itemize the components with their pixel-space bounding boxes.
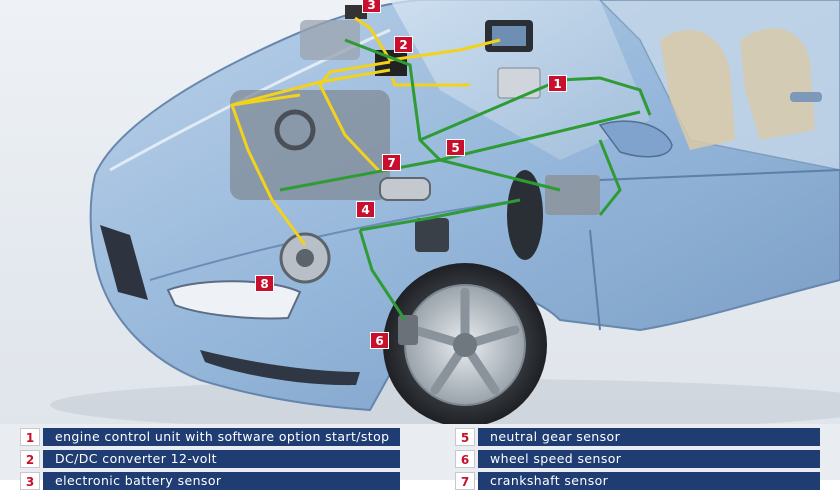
front-seat [660, 30, 735, 150]
legend-panel: 1 engine control unit with software opti… [0, 424, 840, 490]
callout-8: 8 [255, 275, 274, 292]
legend-item-1: 1 engine control unit with software opti… [20, 428, 400, 446]
legend-text: DC/DC converter 12-volt [43, 450, 400, 468]
legend-text: neutral gear sensor [478, 428, 820, 446]
gear-module [415, 218, 449, 252]
legend-number: 3 [20, 472, 40, 490]
door-handle [790, 92, 822, 102]
fender-line [149, 199, 521, 281]
intake-manifold [300, 20, 360, 60]
display-unit [485, 20, 533, 52]
callout-3: 3 [362, 0, 381, 13]
ecu-module [497, 67, 541, 99]
starter-motor [379, 177, 431, 201]
lower-intake [200, 350, 360, 386]
door-line [589, 169, 840, 331]
legend-item-5: 5 neutral gear sensor [455, 428, 820, 446]
legend-text: electronic battery sensor [43, 472, 400, 490]
battery-sensor [345, 5, 367, 19]
legend-number: 6 [455, 450, 475, 468]
engine-pulley [274, 109, 316, 151]
legend-number: 5 [455, 428, 475, 446]
legend-text: crankshaft sensor [478, 472, 820, 490]
rear-seat [740, 28, 815, 140]
green-wiring [279, 38, 652, 321]
yellow-wiring [230, 16, 501, 246]
front-grille [100, 225, 148, 300]
alternator [279, 232, 331, 284]
legend-text: wheel speed sensor [478, 450, 820, 468]
brake-booster [507, 170, 543, 260]
callout-4: 4 [356, 201, 375, 218]
legend-number: 7 [455, 472, 475, 490]
legend-item-7: 7 crankshaft sensor [455, 472, 820, 490]
legend-number: 1 [20, 428, 40, 446]
legend-text: engine control unit with software option… [43, 428, 400, 446]
callout-1: 1 [548, 75, 567, 92]
legend-item-2: 2 DC/DC converter 12-volt [20, 450, 400, 468]
callout-6: 6 [370, 332, 389, 349]
callout-2: 2 [394, 36, 413, 53]
legend-item-6: 6 wheel speed sensor [455, 450, 820, 468]
legend-number: 2 [20, 450, 40, 468]
legend-item-3: 3 electronic battery sensor [20, 472, 400, 490]
wheel-speed-sensor-part [398, 315, 418, 345]
wheel-hub [453, 333, 477, 357]
pedal-assembly [545, 175, 600, 215]
callout-7: 7 [382, 154, 401, 171]
side-mirror [598, 120, 673, 158]
car-illustration [50, 0, 840, 431]
engine-block [230, 90, 390, 200]
callout-5: 5 [446, 139, 465, 156]
